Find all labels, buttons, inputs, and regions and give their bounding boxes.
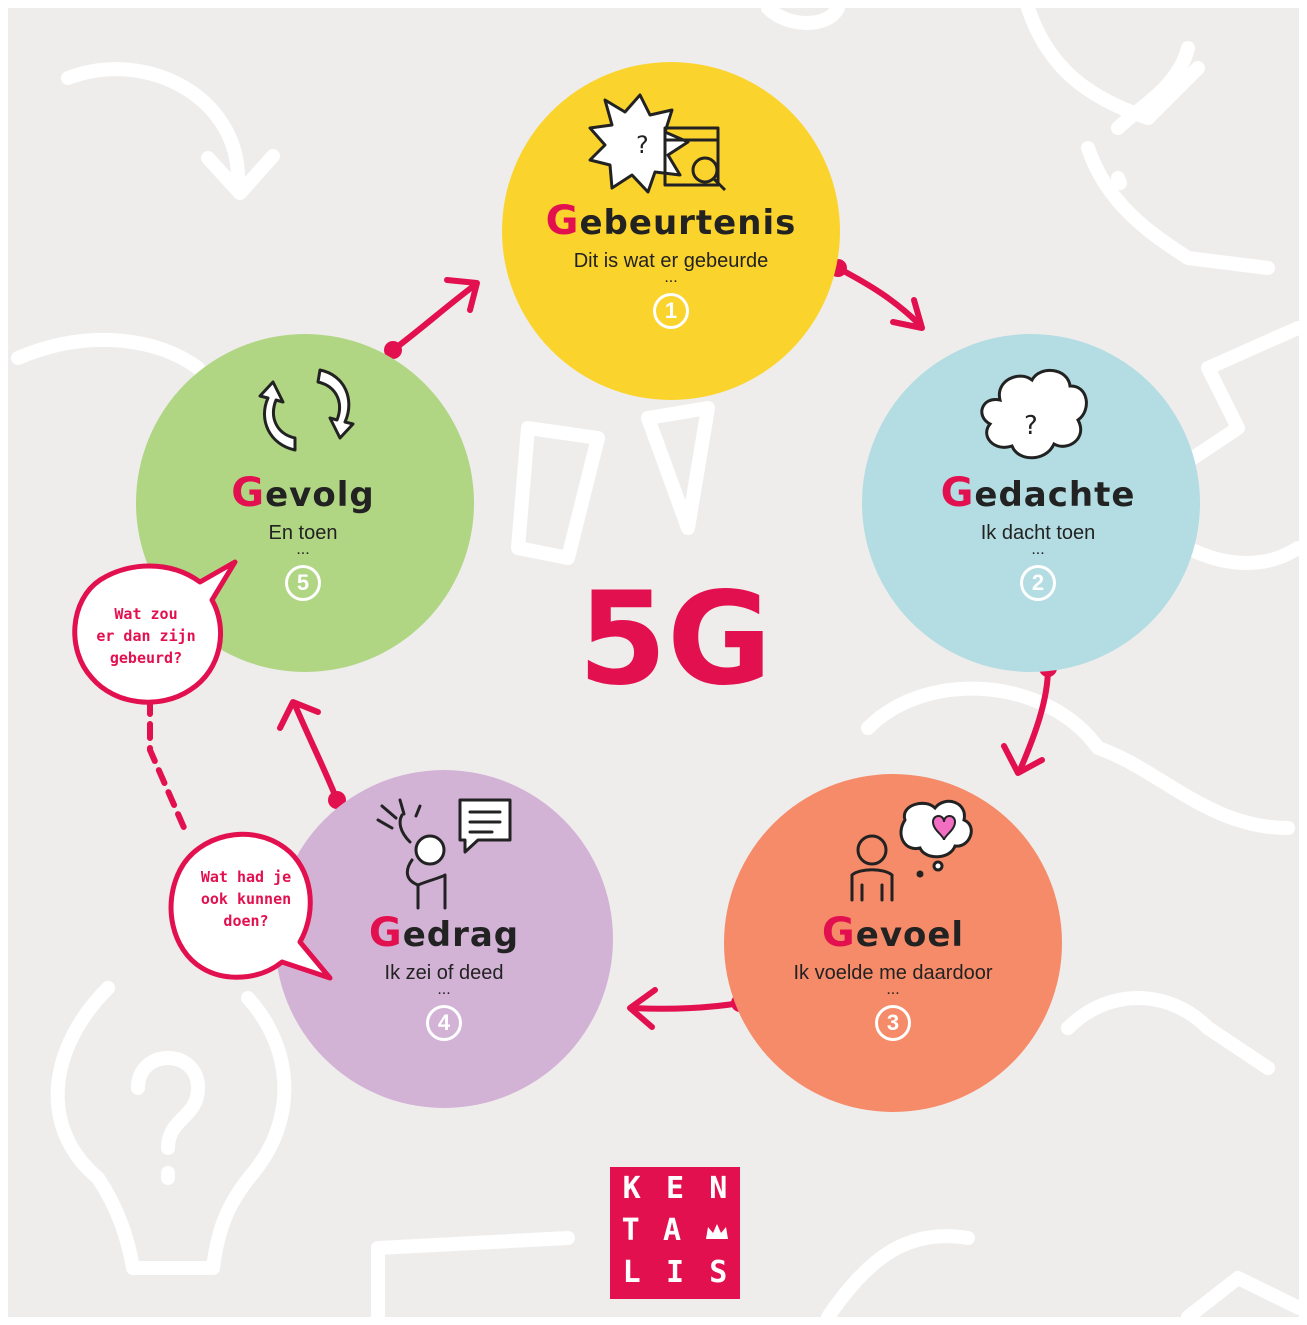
- arrow-4-to-5: [292, 702, 340, 803]
- node-title: Gebeurtenis: [545, 198, 797, 244]
- node-description: En toen: [268, 522, 338, 544]
- bubble-behaviour-text: Wat had je ook kunnen doen?: [200, 868, 292, 930]
- node-number-badge: 5: [285, 565, 321, 601]
- node-ellipsis: ...: [664, 269, 678, 286]
- bubble-consequence-text: Wat zou er dan zijn gebeurd?: [96, 605, 196, 667]
- node-ellipsis: ...: [886, 981, 900, 998]
- arrow-3-to-4: [629, 1000, 743, 1012]
- center-title: 5G: [577, 565, 773, 714]
- node-description: Ik zei of deed: [384, 962, 504, 984]
- node-behaviour: Gedrag Ik zei of deed ... 4: [274, 910, 614, 1041]
- crown-icon: [704, 1213, 729, 1249]
- arrow-2-to-3: [1017, 665, 1051, 773]
- arrow-5-to-1: [390, 282, 478, 353]
- node-consequence: Gevolg En toen ... 5: [133, 470, 473, 601]
- node-title: Gedachte: [940, 470, 1136, 516]
- dashed-link: [147, 697, 188, 833]
- node-number-badge: 1: [653, 293, 689, 329]
- node-feeling: Gevoel Ik voelde me daardoor ... 3: [723, 910, 1063, 1041]
- node-title: Gevoel: [821, 910, 965, 956]
- node-event: Gebeurtenis Dit is wat er gebeurde ... 1: [501, 198, 841, 329]
- node-title: Gedrag: [368, 910, 520, 956]
- node-title: Gevolg: [231, 470, 375, 516]
- node-ellipsis: ...: [296, 541, 310, 558]
- arrow-1-to-2: [835, 265, 923, 328]
- node-thought: Gedachte Ik dacht toen ... 2: [868, 470, 1208, 601]
- node-ellipsis: ...: [437, 981, 451, 998]
- node-number-badge: 2: [1020, 565, 1056, 601]
- node-description: Dit is wat er gebeurde: [573, 250, 769, 272]
- background-doodles: [11, 8, 1299, 1317]
- node-description: Ik dacht toen: [980, 522, 1096, 544]
- circle-feeling: [724, 774, 1062, 1112]
- node-number-badge: 3: [875, 1005, 911, 1041]
- node-description: Ik voelde me daardoor: [793, 962, 993, 984]
- node-number-badge: 4: [426, 1005, 462, 1041]
- node-ellipsis: ...: [1031, 541, 1045, 558]
